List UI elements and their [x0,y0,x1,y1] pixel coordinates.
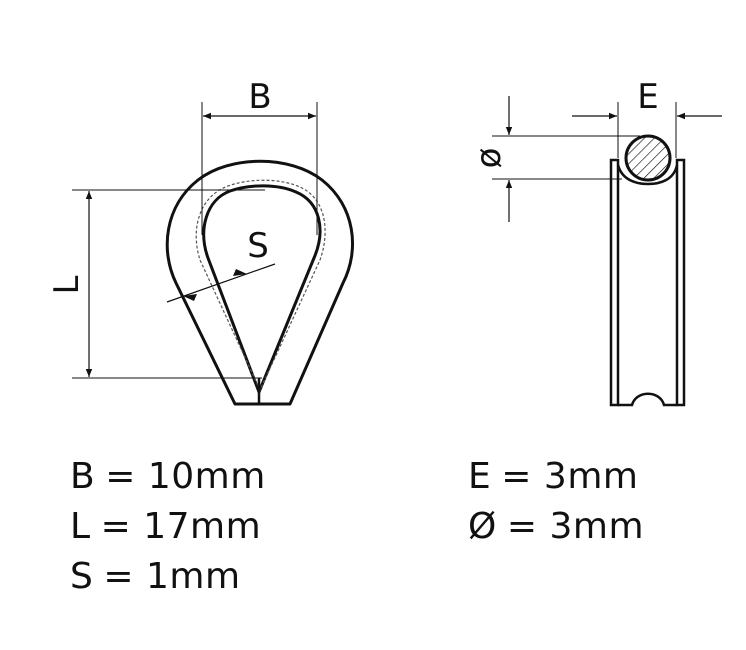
label-diameter: ø [469,148,509,169]
thimble-front-view: B L S [47,77,354,406]
spec-b: B=10mm [70,456,266,497]
dimension-l: L [47,189,265,379]
spec-e: E=3mm [468,456,639,497]
dimension-e: E [572,77,722,158]
dimension-b: B [201,77,318,235]
spec-l: L=17mm [70,506,262,547]
thimble-side-view: E ø [469,77,722,407]
thimble-inner-outline [202,184,322,394]
label-l: L [47,275,87,294]
spec-s: S=1mm [70,556,241,597]
wire-cross-section [624,134,672,182]
thimble-dashed-contour [195,179,326,392]
thimble-outer-outline [165,159,354,406]
label-s: S [247,226,269,266]
dimension-s: S [166,226,276,303]
specs-left: B=10mm L=17mm S=1mm [70,452,266,602]
dimension-diameter: ø [469,96,640,222]
specs-right: E=3mm Ø=3mm [468,452,644,552]
label-e: E [637,77,658,117]
label-b: B [248,77,271,117]
spec-diameter: Ø=3mm [468,506,645,547]
